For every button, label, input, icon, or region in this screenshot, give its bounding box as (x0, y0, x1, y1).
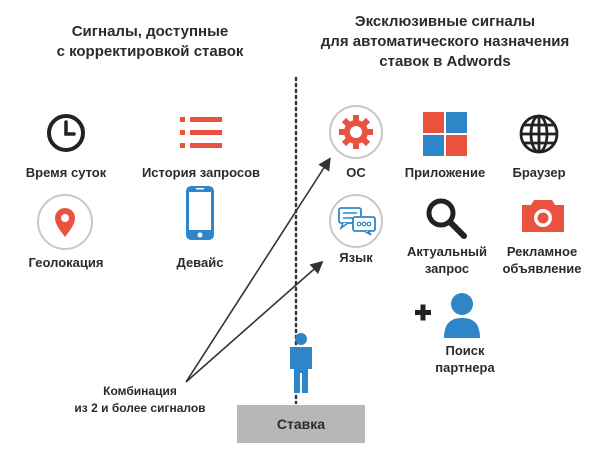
speech-bubbles-icon (329, 194, 383, 248)
right-heading-line-2: для автоматического назначения (320, 33, 570, 50)
right-heading-line-3: ставок в Adwords (379, 53, 511, 70)
os-label: ОС (346, 165, 366, 180)
partner-search-label-line-1: Поиск (445, 343, 485, 358)
camera-icon (522, 200, 564, 232)
list-icon (180, 117, 222, 148)
geolocation-label: Геолокация (28, 255, 104, 270)
arrow-to-os (185, 157, 331, 383)
search-history-label: История запросов (141, 165, 261, 180)
magnifier-icon (426, 198, 467, 239)
arrow-to-language (185, 260, 324, 383)
language-label: Язык (339, 250, 373, 265)
ad-label: Рекламное объявление (492, 243, 592, 277)
location-pin-icon (37, 194, 93, 250)
partner-search-label-line-2: партнера (435, 360, 495, 375)
gear-icon (329, 105, 383, 159)
left-heading-line-1: Сигналы, доступные (71, 23, 229, 40)
smartphone-icon (186, 186, 214, 240)
partner-search-label: Поиск партнера (420, 342, 510, 376)
clock-icon (47, 114, 85, 152)
windows-icon (423, 112, 467, 156)
bet-box: Ставка (237, 405, 365, 443)
time-of-day-label: Время суток (25, 165, 107, 180)
combination-label: Комбинация из 2 и более сигналов (40, 383, 240, 417)
browser-label: Браузер (512, 165, 566, 180)
combination-label-line-1: Комбинация (103, 384, 177, 398)
left-heading-line-2: с корректировкой ставок (56, 43, 244, 60)
right-heading-line-1: Эксклюзивные сигналы (354, 13, 536, 30)
actual-query-label-line-2: запрос (424, 261, 470, 276)
actual-query-label-line-1: Актуальный (406, 244, 488, 259)
combination-label-line-2: из 2 и более сигналов (74, 401, 206, 415)
person-plus-icon (415, 293, 480, 338)
left-heading: Сигналы, доступные с корректировкой став… (20, 22, 280, 62)
app-label: Приложение (404, 165, 486, 180)
user-figure-icon (290, 333, 312, 393)
actual-query-label: Актуальный запрос (400, 243, 494, 277)
right-heading: Эксклюзивные сигналы для автоматического… (300, 12, 590, 72)
ad-label-line-2: объявление (502, 261, 582, 276)
bet-label: Ставка (276, 416, 326, 432)
globe-icon (519, 114, 559, 154)
ad-label-line-1: Рекламное (506, 244, 578, 259)
device-label: Девайс (176, 255, 224, 270)
